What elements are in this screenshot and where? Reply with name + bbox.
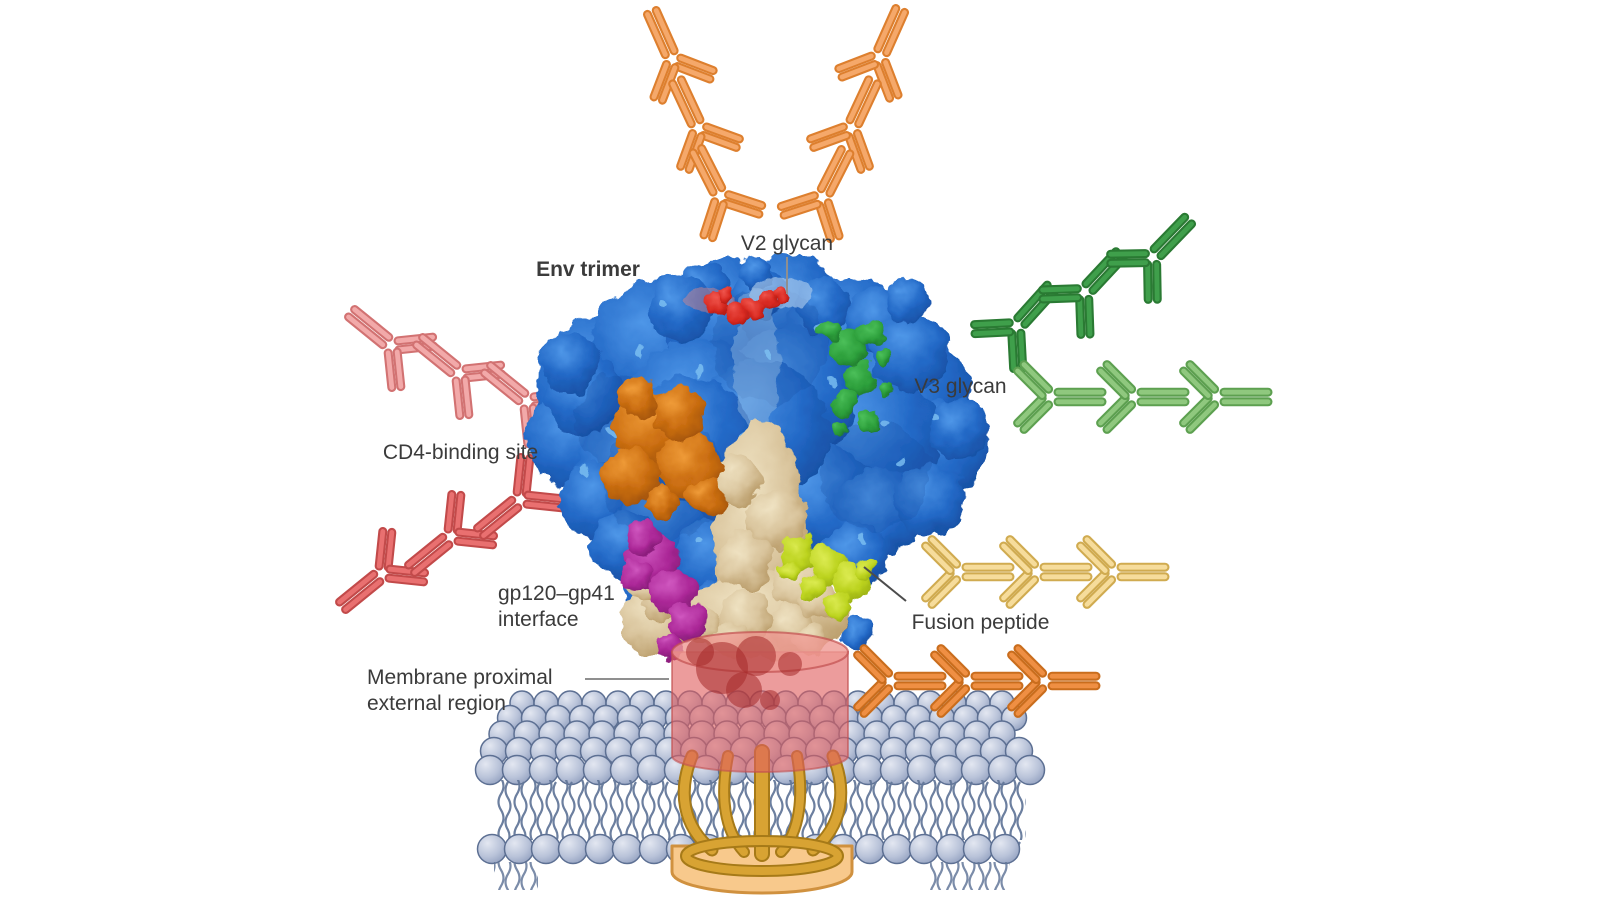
mper-antibody-2 bbox=[930, 644, 1024, 718]
env-trimer-label: Env trimer bbox=[536, 258, 640, 281]
v2-glycan-antibody-right-1 bbox=[834, 4, 910, 103]
v3-glycan-antibody-dark-2 bbox=[1038, 247, 1128, 339]
cd4-binding-site-label: CD4-binding site bbox=[382, 441, 539, 464]
antibody-clusters-back bbox=[335, 4, 1273, 614]
fusion-peptide-antibody-2 bbox=[999, 535, 1093, 609]
gp120-gp41-interface-label: gp120–gp41 interface bbox=[498, 581, 615, 633]
v3-glycan-patch bbox=[819, 320, 894, 436]
v2-glycan-antibody-left-1 bbox=[642, 6, 718, 105]
mper-label-line2: external region bbox=[367, 692, 506, 715]
gp120-gp41-interface-patch bbox=[623, 520, 708, 660]
cd4-binding-site-patch bbox=[602, 378, 726, 518]
v2-glycan-label: V2 glycan bbox=[740, 232, 834, 255]
fusion-peptide-antibody-3 bbox=[1076, 535, 1170, 609]
v2-glycan-antibody-left-3 bbox=[688, 143, 767, 243]
v3-glycan-antibody-dark-1 bbox=[970, 280, 1059, 373]
fusion-peptide-label: Fusion peptide bbox=[911, 611, 1050, 634]
v3-glycan-label: V3 glycan bbox=[914, 375, 1007, 398]
fusion-peptide-patch bbox=[780, 534, 876, 620]
v3-glycan-antibody-light-3 bbox=[1179, 360, 1273, 434]
gp120-gp41-interface-line2: interface bbox=[498, 608, 579, 631]
v3-glycan-antibody-dark-3 bbox=[1106, 212, 1197, 304]
v2-glycan-patch bbox=[707, 286, 789, 324]
mper-label-line1: Membrane proximal bbox=[367, 666, 553, 689]
cd4-binding-antibody-dark-2 bbox=[404, 489, 499, 577]
mper-gp41-core bbox=[686, 636, 802, 710]
antibody-cluster-front bbox=[853, 644, 1101, 718]
mper-antibody-3 bbox=[1007, 644, 1101, 718]
cd4-binding-antibody-dark-1 bbox=[335, 526, 430, 614]
gp120-gp41-interface-line1: gp120–gp41 bbox=[498, 582, 615, 605]
env-trimer-molecule bbox=[527, 256, 988, 660]
connector-lines bbox=[585, 257, 907, 680]
mper-cylinder bbox=[671, 631, 849, 773]
v3-glycan-antibody-light-1 bbox=[1013, 360, 1107, 434]
fusion-peptide-antibody-1 bbox=[921, 535, 1015, 609]
v2-glycan-antibody-left-2 bbox=[668, 75, 744, 174]
v3-glycan-antibody-light-2 bbox=[1096, 360, 1190, 434]
mper-label: Membrane proximal external region bbox=[367, 665, 553, 717]
mper-antibody-1 bbox=[853, 644, 947, 718]
v2-glycan-antibody-right-2 bbox=[806, 75, 882, 174]
cd4-binding-antibody-light-1 bbox=[344, 305, 439, 393]
fusion-peptide-pointer-line bbox=[863, 566, 907, 602]
cd4-binding-antibody-dark-3 bbox=[473, 452, 568, 540]
v2-glycan-antibody-right-3 bbox=[776, 144, 855, 244]
